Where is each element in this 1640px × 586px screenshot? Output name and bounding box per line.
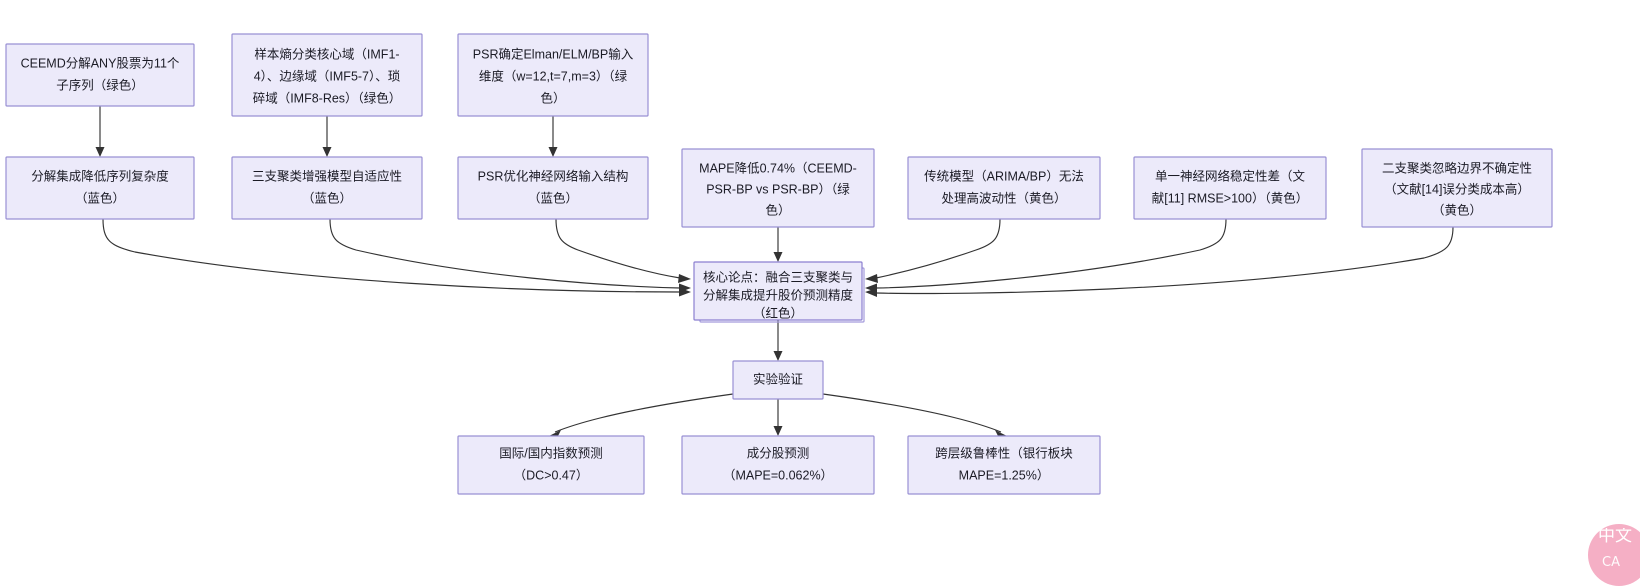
- node-core-line3: （红色）: [753, 305, 803, 320]
- node-n12-line1: 实验验证: [753, 371, 804, 386]
- node-decomposition-reduces-complexity[interactable]: 分解集成降低序列复杂度 （蓝色）: [5, 156, 195, 220]
- node-core-thesis[interactable]: 核心论点：融合三支聚类与 分解集成提升股价预测精度 （红色）: [693, 261, 865, 323]
- edge-n7-core: [773, 227, 783, 262]
- node-n1-line2: 子序列（绿色）: [56, 77, 144, 92]
- node-n3-line2: 维度（w=12,t=7,m=3）（绿: [479, 68, 628, 83]
- node-n10-line2: （文献[14]误分类成本高）: [1384, 181, 1530, 196]
- node-n8-line1: 传统模型（ARIMA/BP）无法: [924, 168, 1084, 183]
- edge-n8-core: [865, 218, 1001, 283]
- edge-layer: [95, 106, 1454, 438]
- node-cross-level-robustness[interactable]: 跨层级鲁棒性（银行板块 MAPE=1.25%）: [907, 435, 1101, 495]
- node-n9-line1: 单一神经网络稳定性差（文: [1155, 168, 1306, 183]
- edge-n12-n15: [822, 393, 1007, 438]
- node-n14-line2: （MAPE=0.062%）: [723, 468, 833, 482]
- flowchart-svg: CEEMD分解ANY股票为11个 子序列（绿色） 样本熵分类核心域（IMF1- …: [5, 33, 1553, 495]
- node-n14-line1: 成分股预测: [747, 446, 810, 460]
- edge-n10-core: [865, 226, 1454, 297]
- node-n6-line2: （蓝色）: [528, 190, 578, 205]
- node-n2-line2: 4）、边缘域（IMF5-7）、琐: [254, 68, 401, 83]
- node-three-way-clustering-adaptivity[interactable]: 三支聚类增强模型自适应性 （蓝色）: [231, 156, 423, 220]
- node-n2-line1: 样本熵分类核心域（IMF1-: [254, 46, 399, 61]
- node-experiment-validation[interactable]: 实验验证: [732, 360, 824, 400]
- node-n10-line1: 二支聚类忽略边界不确定性: [1382, 160, 1532, 175]
- edge-n1-n4: [95, 106, 105, 157]
- node-n5-line2: （蓝色）: [302, 190, 352, 205]
- edge-core-n12: [773, 320, 783, 361]
- node-single-network-instability[interactable]: 单一神经网络稳定性差（文 献[11] RMSE>100）（黄色）: [1133, 156, 1327, 220]
- node-n3-line1: PSR确定Elman/ELM/BP输入: [473, 46, 634, 61]
- node-n7-line2: PSR-BP vs PSR-BP）（绿: [706, 181, 850, 196]
- node-traditional-models-limitation[interactable]: 传统模型（ARIMA/BP）无法 处理高波动性（黄色）: [907, 156, 1101, 220]
- node-n15-line1: 跨层级鲁棒性（银行板块: [935, 446, 1073, 460]
- edge-n6-core: [555, 218, 691, 283]
- node-n7-line1: MAPE降低0.74%（CEEMD-: [699, 161, 857, 175]
- node-n13-line1: 国际/国内指数预测: [499, 445, 602, 460]
- node-n9-line2: 献[11] RMSE>100）（黄色）: [1152, 190, 1308, 205]
- edge-n3-n6: [548, 116, 558, 157]
- watermark-secondary-text: CA: [1602, 555, 1620, 570]
- node-n4-line1: 分解集成降低序列复杂度: [31, 168, 169, 183]
- node-psr-input-dimension[interactable]: PSR确定Elman/ELM/BP输入 维度（w=12,t=7,m=3）（绿 色…: [457, 33, 649, 117]
- node-constituent-stock-prediction[interactable]: 成分股预测 （MAPE=0.062%）: [681, 435, 875, 495]
- edge-n5-core: [329, 218, 691, 293]
- node-two-way-clustering-limitation[interactable]: 二支聚类忽略边界不确定性 （文献[14]误分类成本高） （黄色）: [1361, 148, 1553, 228]
- node-index-prediction[interactable]: 国际/国内指数预测 （DC>0.47）: [457, 435, 645, 495]
- watermark-primary-text: 中文: [1598, 528, 1632, 546]
- node-ceemd-decomposition[interactable]: CEEMD分解ANY股票为11个 子序列（绿色）: [5, 43, 195, 107]
- node-n8-line2: 处理高波动性（黄色）: [941, 190, 1066, 205]
- node-n10-line3: （黄色）: [1432, 202, 1482, 217]
- node-mape-reduction[interactable]: MAPE降低0.74%（CEEMD- PSR-BP vs PSR-BP）（绿 色…: [681, 148, 875, 228]
- node-psr-optimizes-network-input[interactable]: PSR优化神经网络输入结构 （蓝色）: [457, 156, 649, 220]
- node-n13-line2: （DC>0.47）: [514, 468, 589, 482]
- edge-n12-n14: [773, 399, 783, 436]
- node-n3-line3: 色）: [540, 90, 565, 105]
- edge-n12-n13: [549, 393, 734, 438]
- node-core-line1: 核心论点：融合三支聚类与: [703, 269, 853, 284]
- node-n1-line1: CEEMD分解ANY股票为11个: [21, 56, 180, 70]
- node-n6-line1: PSR优化神经网络输入结构: [478, 168, 629, 183]
- node-n2-line3: 碎域（IMF8-Res）（绿色）: [253, 90, 402, 105]
- node-n4-line2: （蓝色）: [75, 190, 125, 205]
- node-sample-entropy-classification[interactable]: 样本熵分类核心域（IMF1- 4）、边缘域（IMF5-7）、琐 碎域（IMF8-…: [231, 33, 423, 117]
- node-core-line2: 分解集成提升股价预测精度: [703, 287, 854, 302]
- edge-n2-n5: [322, 116, 332, 157]
- edge-n9-core: [865, 218, 1227, 293]
- node-n15-line2: MAPE=1.25%）: [959, 468, 1050, 482]
- node-n7-line3: 色）: [765, 202, 790, 217]
- node-n5-line1: 三支聚类增强模型自适应性: [252, 168, 402, 183]
- flowchart-canvas: CEEMD分解ANY股票为11个 子序列（绿色） 样本熵分类核心域（IMF1- …: [5, 33, 1640, 586]
